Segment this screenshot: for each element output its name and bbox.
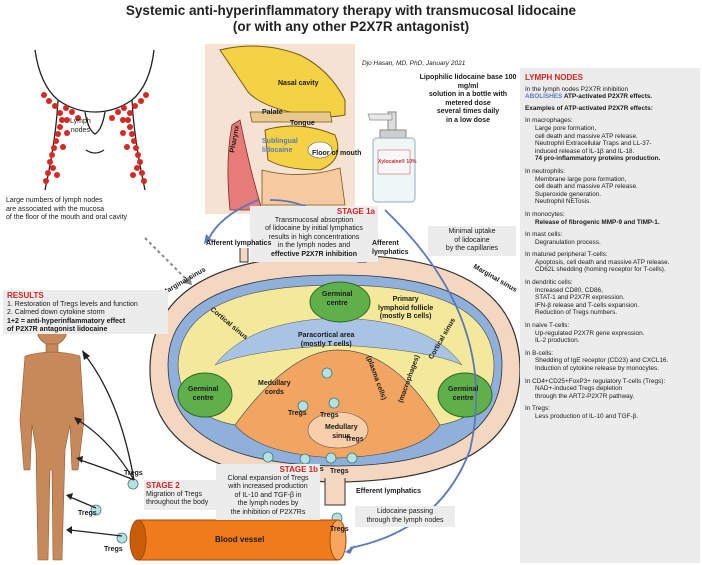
lymph-section: In neutrophils:Membrane large pore forma…: [525, 168, 695, 206]
lymph-section-item: Up-regulated P2X7R gene expression.: [535, 329, 645, 337]
label-nasal-cavity: Nasal cavity: [278, 80, 319, 87]
label-afferent-right: Afferent lymphatics: [372, 240, 409, 256]
spray-bottle-icon: [367, 111, 416, 203]
lymph-section: In B-cells:Shedding of IgE receptor (CD2…: [525, 350, 695, 373]
treg-label: Tregs: [345, 436, 364, 443]
spray-description: Lipophilic lidocaine base 100 mg/ml solu…: [419, 74, 517, 124]
lymph-section-head: In matured peripheral T-cells:: [525, 251, 608, 259]
human-figure: [19, 314, 85, 561]
stage-1a-box: STAGE 1a Transmucosal absorption of lido…: [250, 206, 378, 262]
label-tongue: Tongue: [290, 120, 315, 127]
lymph-section-item: NAD+-induced Tregs depletion: [535, 385, 623, 393]
label-germinal-left: Germinal centre: [188, 386, 219, 402]
lymph-section-item: through the ART2-P2X7R pathway.: [535, 392, 635, 400]
label-paracortical: Paracortical area (mostly T cells): [298, 332, 355, 348]
lymph-section-item: CD62L shedding (homing receptor for T-ce…: [535, 266, 666, 274]
treg-label: Tregs: [330, 468, 349, 475]
lymph-section-bold: Release of fibrogenic MMP-9 and TIMP-1.: [535, 218, 660, 226]
lymph-section-item: STAT-1 and P2X7R expression.: [535, 294, 625, 302]
treg-label: Tregs: [104, 546, 123, 553]
label-palate: Palate: [262, 109, 283, 116]
migration-arrows: [69, 354, 135, 537]
lymph-section-item: Less production of IL-10 and TGF-β.: [535, 412, 639, 420]
lymph-node: [149, 248, 521, 506]
migration-arrow-heads: [66, 350, 90, 534]
lidocaine-passing-box: Lidocaine passing through the lymph node…: [355, 506, 455, 528]
lymph-section-item: Shedding of IgE receptor (CD23) and CXCL…: [535, 357, 669, 365]
lymph-panel-sections: In macrophages:Large pore formation,cell…: [525, 117, 695, 420]
lymph-section-item: IFN-β release and T-cells expansion.: [535, 301, 640, 309]
lymph-section-item: Large pore formation,: [535, 124, 597, 132]
bottle-label: Xylocaine® 10%: [378, 158, 417, 165]
label-efferent: Efferent lymphatics: [356, 488, 421, 495]
lymph-section: In macrophages:Large pore formation,cell…: [525, 117, 695, 163]
lymph-nodes-panel: LYMPH NODES In the lymph nodes P2X7R inh…: [520, 68, 700, 563]
treg-label: Tregs: [288, 410, 307, 417]
label-afferent-left: Afferent lymphatics: [206, 240, 272, 247]
lymph-nodes-label: Lymph nodes: [70, 118, 91, 134]
lymph-section-head: In mast cells:: [525, 231, 563, 239]
mouth-illustration: [205, 44, 355, 214]
lymph-section-item: Degranulation process.: [535, 238, 601, 246]
label-floor-of-mouth: Floor of mouth: [312, 150, 362, 157]
lymph-section: In CD4+CD25+FoxP3+ regulatory T-cells (T…: [525, 378, 695, 401]
label-sublingual: Sublingual lidocaine: [262, 138, 298, 154]
label-medullary-sinus: Medullary sinus: [325, 424, 358, 440]
label-germinal-right: Germinal centre: [448, 386, 479, 402]
lymph-section-head: In macrophages:: [525, 117, 573, 125]
lymph-section-head: In B-cells:: [525, 349, 554, 357]
lymph-section-head: In CD4+CD25+FoxP3+ regulatory T-cells (T…: [525, 377, 666, 385]
treg-label: Tregs: [124, 470, 143, 477]
lymph-section-item: Reduction of Tregs numbers.: [535, 309, 618, 317]
lymph-section-head: In naive T-cells:: [525, 322, 570, 330]
title-line-2: (or with any other P2X7R antagonist): [232, 19, 470, 34]
lymph-section-item: Neutrophil Extracellular Traps and LL-37…: [535, 140, 652, 148]
lymph-section-item: Induction of cytokine release by monocyt…: [535, 365, 659, 372]
lymph-section-item: Membrane large pore formation,: [535, 175, 627, 183]
stage-1b-box: STAGE 1b Clonal expansion of Tregs with …: [216, 464, 320, 520]
page-title: Systemic anti-hyperinflammatory therapy …: [0, 3, 702, 35]
lymph-section-item: Increased CD80, CD86,: [535, 286, 603, 294]
label-primary-follicle: Primary lymphoid follicle (mostly B cell…: [378, 296, 434, 321]
lymph-section: In monocytes:Release of fibrogenic MMP-9…: [525, 211, 695, 226]
lymph-section-item: Superoxide generation.: [535, 190, 602, 198]
lymph-section: In mast cells:Degranulation process.: [525, 231, 695, 246]
author-credit: Djo Hasan, MD, PhD, January 2021: [362, 60, 466, 67]
lymph-panel-title: LYMPH NODES: [525, 73, 583, 82]
blood-vessel: [129, 519, 347, 561]
lymph-section-head: In Tregs:: [525, 405, 550, 413]
lymph-section-bold: 74 pro-inflammatory proteins production.: [535, 155, 661, 163]
capillaries-box: Minimal uptake of lidocaine by the capil…: [428, 226, 516, 256]
dotted-arrow-head: [183, 275, 192, 285]
lymph-node-dots: [41, 92, 149, 184]
lymph-section-item: cell death and massive ATP release.: [535, 132, 638, 140]
lymph-section-head: In dendritic cells:: [525, 279, 573, 287]
stage-2-box: STAGE 2 Migration of Tregs throughout th…: [144, 480, 220, 510]
treg-label: Tregs: [320, 412, 339, 419]
lymph-section-item: cell death and massive ATP release.: [535, 183, 638, 191]
lymph-section-item: IL-2 production.: [535, 337, 580, 345]
label-medullary-cords: Medullary cords: [258, 380, 291, 396]
lymph-section-item: Neutrophil NETosis.: [535, 198, 592, 206]
lymph-section-item: Apoptosis, cell death and massive ATP re…: [535, 258, 670, 266]
results-box: RESULTS 1. Restoration of Tregs levels a…: [3, 290, 168, 334]
lymph-section: In Tregs:Less production of IL-10 and TG…: [525, 405, 695, 420]
neck-caption: Large numbers of lymph nodes are associa…: [6, 197, 128, 222]
label-germinal-top: Germinal centre: [322, 291, 353, 307]
blood-vessel-label: Blood vessel: [215, 535, 265, 544]
lymph-section: In dendritic cells:Increased CD80, CD86,…: [525, 279, 695, 317]
treg-label: Tregs: [330, 526, 349, 533]
lymph-section-item: induced release of IL-1β and IL-18.: [535, 147, 635, 155]
lymph-section: In matured peripheral T-cells:Apoptosis,…: [525, 251, 695, 274]
neck-panel: [2, 42, 170, 246]
lymph-section-head: In monocytes:: [525, 210, 565, 218]
lymph-section: In naive T-cells:Up-regulated P2X7R gene…: [525, 322, 695, 345]
treg-cells: [90, 367, 358, 544]
lymph-section-head: In neutrophils:: [525, 167, 566, 175]
treg-label: Tregs: [78, 510, 97, 517]
title-line-1: Systemic anti-hyperinflammatory therapy …: [125, 3, 577, 18]
